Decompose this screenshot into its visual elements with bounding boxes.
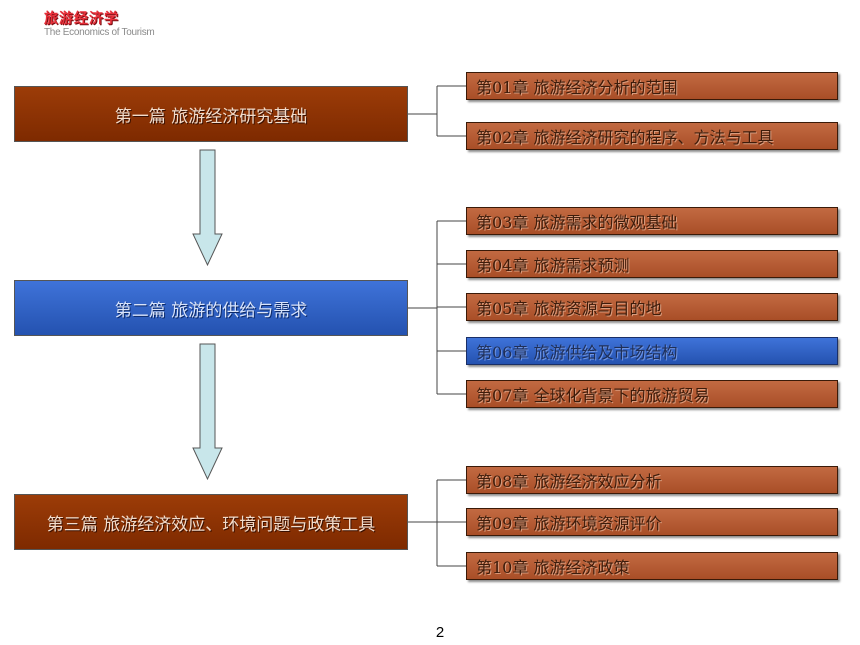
part-1-label: 第一篇 旅游经济研究基础	[114, 106, 308, 127]
part-3-box: 第三篇 旅游经济效应、环境问题与政策工具	[14, 494, 408, 550]
chapter-04-label: 第04章 旅游需求预测	[476, 256, 630, 275]
chapter-01: 第01章 旅游经济分析的范围	[466, 72, 838, 100]
chapter-02: 第02章 旅游经济研究的程序、方法与工具	[466, 122, 838, 150]
chapter-06: 第06章 旅游供给及市场结构	[466, 337, 838, 365]
chapter-05: 第05章 旅游资源与目的地	[466, 293, 838, 321]
down-arrow-icon	[192, 149, 223, 267]
chapter-07: 第07章 全球化背景下的旅游贸易	[466, 380, 838, 408]
chapter-08: 第08章 旅游经济效应分析	[466, 466, 838, 494]
logo-title: 旅游经济学	[44, 11, 119, 27]
part-2-box: 第二篇 旅游的供给与需求	[14, 280, 408, 336]
chapter-02-label: 第02章 旅游经济研究的程序、方法与工具	[476, 128, 774, 147]
chapter-09: 第09章 旅游环境资源评价	[466, 508, 838, 536]
chapter-06-label: 第06章 旅游供给及市场结构	[476, 343, 678, 362]
chapter-03-label: 第03章 旅游需求的微观基础	[476, 213, 678, 232]
part-3-label: 第三篇 旅游经济效应、环境问题与政策工具	[46, 514, 376, 535]
chapter-05-label: 第05章 旅游资源与目的地	[476, 299, 662, 318]
part-2-label: 第二篇 旅游的供给与需求	[114, 300, 308, 321]
chapter-04: 第04章 旅游需求预测	[466, 250, 838, 278]
chapter-07-label: 第07章 全球化背景下的旅游贸易	[476, 386, 710, 405]
chapter-09-label: 第09章 旅游环境资源评价	[476, 514, 662, 533]
part-1-box: 第一篇 旅游经济研究基础	[14, 86, 408, 142]
down-arrow-icon	[192, 343, 223, 481]
logo-subtitle: The Economics of Tourism	[44, 27, 155, 38]
chapter-01-label: 第01章 旅游经济分析的范围	[476, 78, 678, 97]
chapter-10-label: 第10章 旅游经济政策	[476, 558, 630, 577]
chapter-08-label: 第08章 旅游经济效应分析	[476, 472, 662, 491]
chapter-03: 第03章 旅游需求的微观基础	[466, 207, 838, 235]
page-number: 2	[435, 624, 445, 641]
chapter-10: 第10章 旅游经济政策	[466, 552, 838, 580]
logo: 旅游经济学 The Economics of Tourism	[44, 8, 155, 38]
